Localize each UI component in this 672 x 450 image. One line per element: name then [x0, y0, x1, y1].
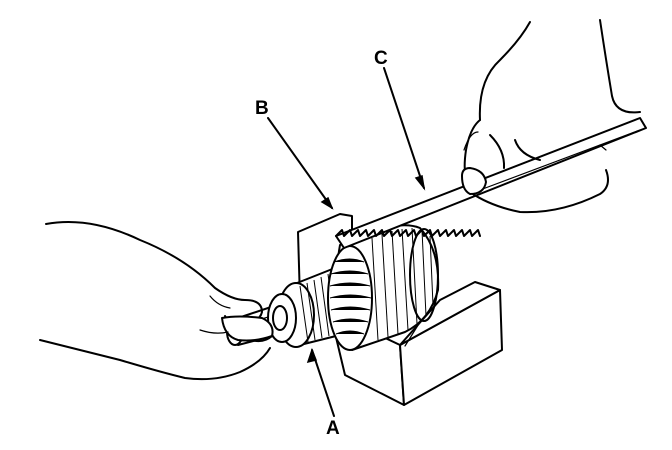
winding-lines — [329, 258, 372, 335]
hacksaw-blade — [335, 117, 647, 249]
right-hand — [461, 19, 641, 214]
label-a: A — [326, 418, 340, 439]
core-slots — [371, 227, 434, 341]
leader-lines — [267, 67, 426, 417]
blade-teeth — [335, 229, 481, 237]
label-c: C — [374, 48, 388, 69]
left-hand — [39, 221, 274, 381]
label-b: B — [255, 98, 269, 119]
